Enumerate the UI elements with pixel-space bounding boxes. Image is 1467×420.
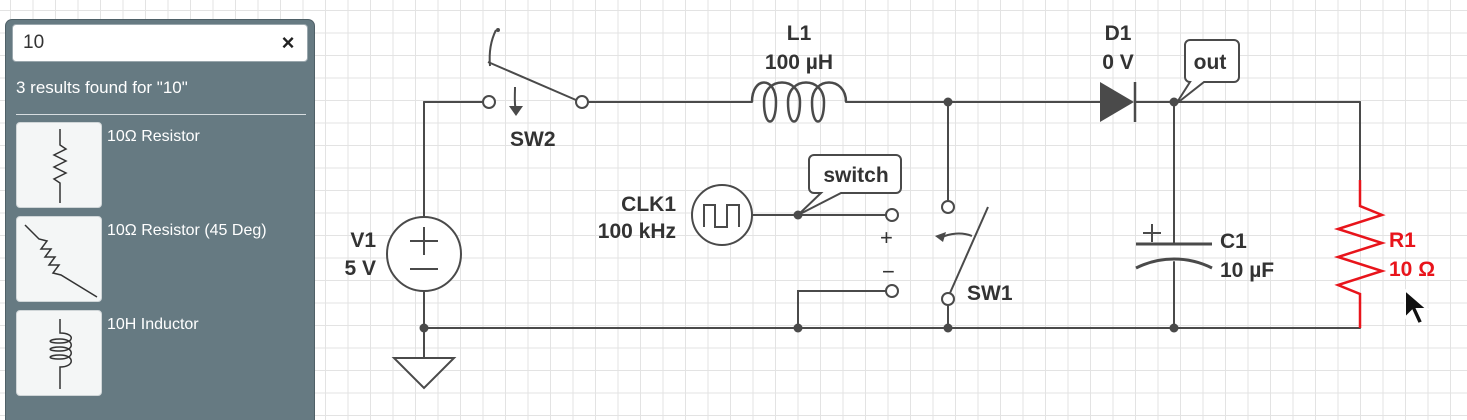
r1-name-label: R1	[1389, 229, 1416, 252]
resistor-r1[interactable]	[1333, 180, 1387, 328]
voltage-source-v1[interactable]	[386, 216, 462, 292]
result-label: 10H Inductor	[107, 316, 199, 333]
d1-name-label: D1	[1104, 22, 1132, 45]
switch-sw1[interactable]	[885, 200, 989, 306]
component-search-panel: × 3 results found for "10" 10Ω Resistor …	[6, 20, 314, 420]
clock-source-clk1[interactable]	[691, 184, 753, 246]
search-box[interactable]: ×	[12, 24, 308, 62]
net-tag-out[interactable]	[1175, 39, 1240, 105]
clk1-value-label: 100 kHz	[597, 220, 676, 243]
switch-sw2[interactable]	[482, 28, 589, 116]
junction-dot	[1169, 323, 1179, 333]
net-tag-switch[interactable]	[797, 154, 902, 216]
junction-dot	[943, 97, 953, 107]
junction-dot	[793, 323, 803, 333]
diode-d1[interactable]	[1100, 82, 1137, 122]
search-result-item[interactable]: 10Ω Resistor (45 Deg)	[16, 216, 312, 302]
inductor-l1[interactable]	[750, 81, 848, 123]
switch-tag-label: switch	[823, 164, 889, 187]
l1-value-label: 100 µH	[764, 51, 834, 74]
wire[interactable]	[797, 290, 887, 329]
r1-value-label: 10 Ω	[1389, 258, 1436, 281]
search-input[interactable]	[13, 25, 273, 61]
out-tag-label: out	[1193, 51, 1227, 74]
v1-value-label: 5 V	[344, 257, 376, 280]
l1-name-label: L1	[786, 22, 812, 45]
sw1-plus-sign: +	[880, 225, 893, 250]
c1-value-label: 10 µF	[1220, 259, 1275, 282]
c1-name-label: C1	[1220, 230, 1247, 253]
sw2-name-label: SW2	[510, 128, 556, 151]
search-result-item[interactable]: 10Ω Resistor	[16, 122, 312, 208]
inductor-icon	[16, 310, 102, 396]
results-count-text: 3 results found for "10"	[16, 78, 188, 97]
junction-dot	[943, 323, 953, 333]
junction-dot	[419, 323, 429, 333]
schematic-canvas[interactable]	[0, 0, 1467, 408]
ground-symbol[interactable]	[391, 357, 457, 390]
sw1-name-label: SW1	[967, 282, 1013, 305]
result-label: 10Ω Resistor	[107, 128, 200, 145]
clear-search-button[interactable]: ×	[281, 30, 295, 55]
result-label: 10Ω Resistor (45 Deg)	[107, 222, 267, 239]
v1-name-label: V1	[350, 229, 376, 252]
search-result-item[interactable]: 10H Inductor	[16, 310, 312, 396]
clk1-name-label: CLK1	[621, 193, 676, 216]
sw1-minus-sign: −	[882, 259, 895, 284]
resistor-45-icon	[16, 216, 102, 302]
d1-value-label: 0 V	[1102, 51, 1134, 74]
resistor-icon	[16, 122, 102, 208]
mouse-cursor-icon	[1404, 288, 1430, 326]
divider	[16, 114, 306, 115]
capacitor-c1[interactable]	[1135, 224, 1213, 270]
